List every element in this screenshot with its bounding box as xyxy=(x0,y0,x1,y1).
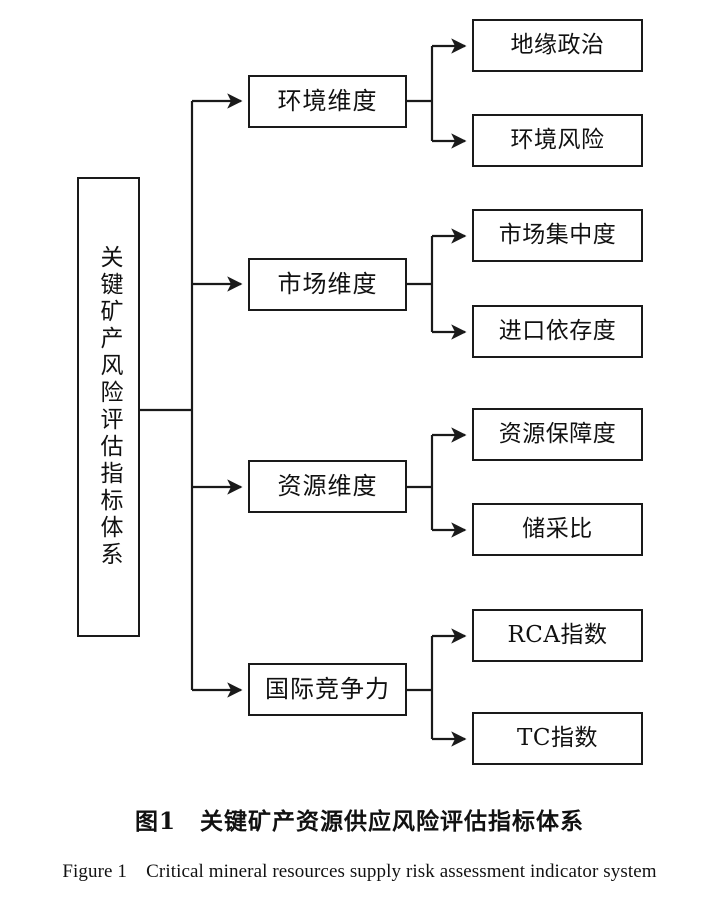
node-root: 关键矿产风险评估指标体系 xyxy=(77,177,140,637)
node-indicator-geopolitics-label: 地缘政治 xyxy=(510,31,605,58)
node-indicator-reserve-production-ratio: 储采比 xyxy=(472,503,643,556)
node-dimension-market-label: 市场维度 xyxy=(277,270,378,299)
node-indicator-market-concentration-label: 市场集中度 xyxy=(498,221,617,248)
node-dimension-resource-label: 资源维度 xyxy=(277,472,378,501)
node-root-label: 关键矿产风险评估指标体系 xyxy=(96,245,122,569)
node-indicator-environmental-risk-label: 环境风险 xyxy=(510,126,605,153)
figure-caption-chinese: 图1 关键矿产资源供应风险评估指标体系 xyxy=(134,808,584,835)
node-indicator-import-dependence-label: 进口依存度 xyxy=(498,317,617,344)
node-dimension-resource: 资源维度 xyxy=(248,460,407,513)
node-indicator-rca-index: RCA指数 xyxy=(472,609,643,662)
node-dimension-environment: 环境维度 xyxy=(248,75,407,128)
diagram-connectors xyxy=(140,38,467,747)
node-indicator-import-dependence: 进口依存度 xyxy=(472,305,643,358)
node-indicator-geopolitics: 地缘政治 xyxy=(472,19,643,72)
node-indicator-tc-index-label: TC指数 xyxy=(517,724,598,751)
figure-caption-english: Figure 1 Critical mineral resources supp… xyxy=(62,861,657,882)
node-indicator-tc-index: TC指数 xyxy=(472,712,643,765)
node-dimension-market: 市场维度 xyxy=(248,258,407,311)
node-indicator-market-concentration: 市场集中度 xyxy=(472,209,643,262)
node-indicator-rca-index-label: RCA指数 xyxy=(507,621,608,648)
node-dimension-competitiveness: 国际竞争力 xyxy=(248,663,407,716)
node-dimension-competitiveness-label: 国际竞争力 xyxy=(265,675,390,704)
node-dimension-environment-label: 环境维度 xyxy=(277,87,378,116)
node-indicator-reserve-production-ratio-label: 储采比 xyxy=(522,515,593,542)
node-indicator-environmental-risk: 环境风险 xyxy=(472,114,643,167)
node-indicator-resource-security-label: 资源保障度 xyxy=(498,420,617,447)
node-indicator-resource-security: 资源保障度 xyxy=(472,408,643,461)
